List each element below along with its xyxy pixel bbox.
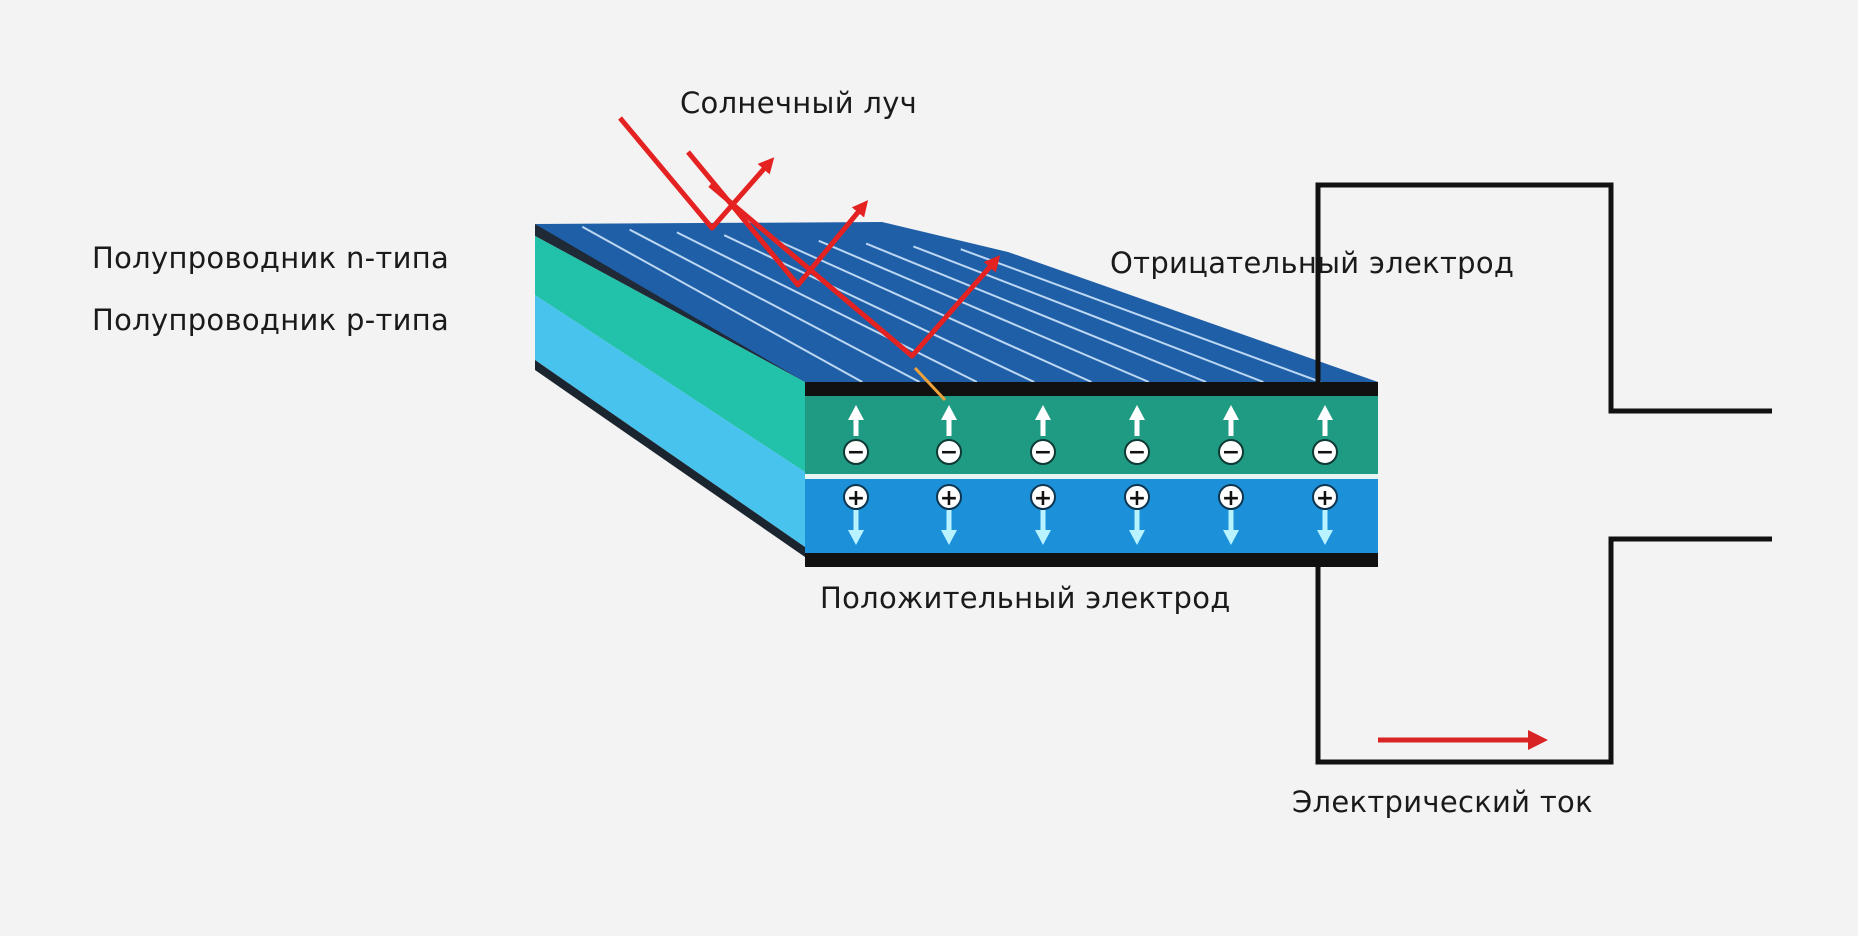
hole-sign: + <box>940 486 958 511</box>
surface-grid-lines <box>581 225 1322 383</box>
electron-arrowhead <box>1035 405 1051 420</box>
surface-grid-line <box>960 248 1322 383</box>
electron-sign: − <box>1222 440 1240 465</box>
electron-circle <box>936 439 962 465</box>
hole-circle <box>843 484 869 510</box>
hole-circle <box>936 484 962 510</box>
hole-sign: + <box>1128 486 1146 511</box>
electron-arrowhead <box>1317 405 1333 420</box>
hole-arrowhead <box>1223 530 1239 545</box>
electron-arrowhead <box>941 405 957 420</box>
electron-circle <box>1312 439 1338 465</box>
electron-sign: − <box>1034 440 1052 465</box>
sun-ray-1 <box>618 116 775 231</box>
hole-arrowhead <box>1035 530 1051 545</box>
hole-arrowhead <box>941 530 957 545</box>
hole-arrowhead <box>1129 530 1145 545</box>
electron-sign: − <box>847 440 865 465</box>
hole-circle <box>1218 484 1244 510</box>
absorbed-ray <box>913 366 947 402</box>
electron-arrowhead <box>848 405 864 420</box>
n-layer-side <box>535 236 805 472</box>
surface-grid-line <box>913 245 1264 383</box>
p-layer-side <box>535 295 805 547</box>
circuit-wire-bottom <box>1315 536 1772 765</box>
n-layer-front <box>805 396 1378 474</box>
hole-circle <box>1312 484 1338 510</box>
hole-circle <box>1030 484 1056 510</box>
n-type-label: Полупроводник n-типа <box>92 241 450 275</box>
sun-rays <box>618 116 1001 359</box>
surface-grid-line <box>629 228 921 383</box>
electron-circle <box>1030 439 1056 465</box>
surface-grid-line <box>581 225 863 383</box>
p-layer-front <box>805 479 1378 553</box>
hole-sign: + <box>1316 486 1334 511</box>
electron-circle <box>843 439 869 465</box>
charge-carriers: − + − + − + − + − + − + <box>843 405 1338 545</box>
surface-grid-line <box>818 239 1150 383</box>
hole-circle <box>1124 484 1150 510</box>
sun-ray-3 <box>708 183 1001 359</box>
electron-circle <box>1124 439 1150 465</box>
hole-arrowhead <box>1317 530 1333 545</box>
hole-sign: + <box>847 486 865 511</box>
hole-arrowhead <box>848 530 864 545</box>
electron-sign: − <box>1316 440 1334 465</box>
bottom-electrode-side <box>535 360 805 557</box>
surface-grid-line <box>865 242 1207 383</box>
hole-sign: + <box>1222 486 1240 511</box>
p-type-label: Полупроводник p-типа <box>92 303 450 337</box>
hole-sign: + <box>1034 486 1052 511</box>
bottom-electrode <box>805 553 1378 567</box>
electron-arrowhead <box>1223 405 1239 420</box>
circuit-wire-top <box>1315 182 1772 414</box>
negative-electrode-label: Отрицательный электрод <box>1110 246 1515 280</box>
electron-sign: − <box>1128 440 1146 465</box>
sun-ray-label: Солнечный луч <box>680 86 918 120</box>
surface-grid-line <box>771 237 1092 383</box>
positive-electrode-label: Положительный электрод <box>820 581 1231 615</box>
junction-line <box>805 474 1378 479</box>
electron-circle <box>1218 439 1244 465</box>
electric-current-label: Электрический ток <box>1292 785 1593 819</box>
electron-sign: − <box>940 440 958 465</box>
top-electrode <box>805 382 1378 396</box>
surface-grid-line <box>676 231 978 383</box>
electron-arrowhead <box>1129 405 1145 420</box>
